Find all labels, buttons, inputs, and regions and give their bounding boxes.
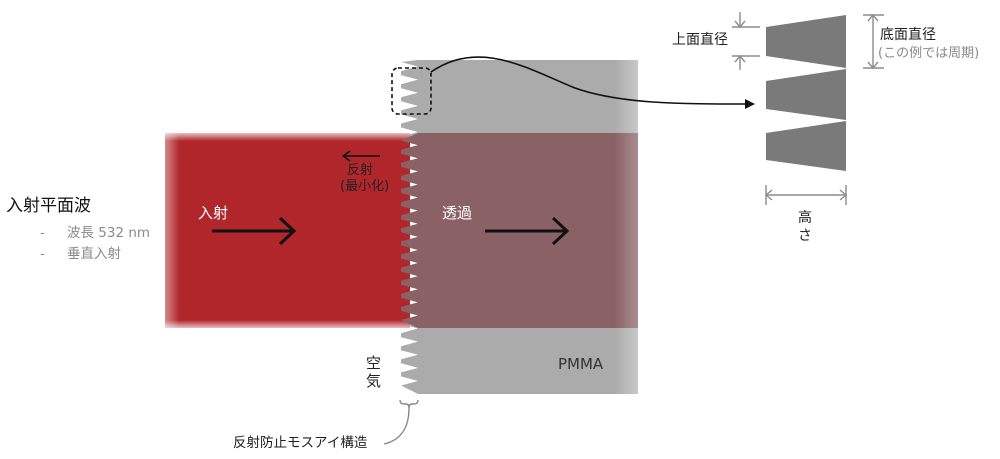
pmma-label: PMMA — [558, 355, 604, 373]
moth-eye-label: 反射防止モスアイ構造 — [233, 435, 368, 451]
normal-incidence-text: 垂直入射 — [67, 246, 121, 262]
reflected-label: 反射 — [347, 163, 374, 178]
detail-box — [391, 67, 432, 115]
bullet-2: - — [40, 246, 45, 262]
cone-2 — [766, 69, 846, 120]
height-dimension — [764, 185, 848, 205]
height-label: 高さ — [798, 210, 812, 244]
top-diameter-label: 上面直径 — [672, 32, 728, 48]
incident-wave-title: 入射平面波 — [6, 196, 91, 216]
top-diameter-dimension — [732, 12, 760, 70]
wavelength-text: 波長 532 nm — [67, 225, 151, 241]
bullet-1: - — [40, 225, 45, 241]
incident-label: 入射 — [198, 204, 229, 222]
bottom-diameter-dimension — [863, 13, 884, 70]
cone-3 — [766, 121, 846, 171]
reflected-minimized-label: (最小化) — [340, 179, 390, 194]
cone-1 — [766, 15, 846, 68]
zoom-pointer-head — [745, 99, 755, 109]
bottom-diameter-label: 底面直径 — [880, 27, 936, 43]
bottom-diameter-note: (この例では周期) — [878, 46, 980, 61]
air-label: 空気 — [366, 354, 382, 390]
transmitted-label: 透過 — [442, 204, 473, 222]
moth-eye-leader — [383, 407, 410, 445]
zoom-pointer-arrow — [430, 56, 751, 105]
moth-eye-bracket — [399, 399, 419, 409]
